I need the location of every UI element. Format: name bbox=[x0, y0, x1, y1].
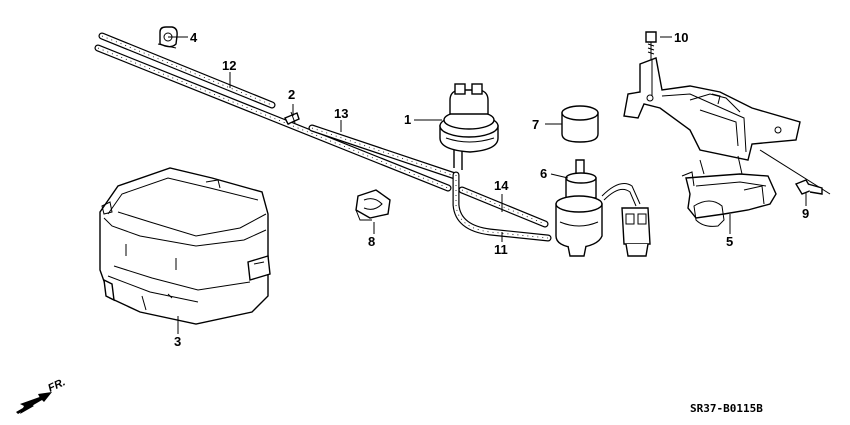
bolt-part-9 bbox=[794, 179, 823, 195]
diagram-code: SR37-B0115B bbox=[690, 402, 763, 415]
callout-4: 4 bbox=[190, 30, 198, 45]
callout-1: 1 bbox=[404, 112, 411, 127]
callout-12: 12 bbox=[222, 58, 236, 73]
hose-13 bbox=[308, 124, 459, 180]
bracket-part-5 bbox=[623, 57, 831, 227]
callout-9: 9 bbox=[802, 206, 809, 221]
cap-part-7 bbox=[561, 105, 599, 143]
front-direction-label: FR. bbox=[46, 376, 67, 394]
bolt-part-10 bbox=[645, 31, 657, 60]
connector bbox=[621, 207, 651, 257]
hose-long bbox=[94, 44, 452, 192]
cover-part-3 bbox=[99, 167, 271, 325]
leader-lines bbox=[168, 36, 807, 334]
sensor-part-1 bbox=[439, 83, 499, 170]
callout-7: 7 bbox=[532, 117, 539, 132]
fitting-part-2 bbox=[284, 111, 300, 125]
callout-14: 14 bbox=[494, 178, 509, 193]
callout-11: 11 bbox=[494, 242, 508, 257]
hose-11 bbox=[452, 171, 552, 242]
hose-12 bbox=[98, 32, 276, 109]
front-arrow-icon bbox=[16, 392, 52, 414]
callout-13: 13 bbox=[334, 106, 348, 121]
hose-14 bbox=[458, 186, 549, 228]
callout-8: 8 bbox=[368, 234, 375, 249]
callout-10: 10 bbox=[674, 30, 688, 45]
solenoid-part-6 bbox=[555, 159, 641, 257]
callout-2: 2 bbox=[288, 87, 295, 102]
clip-part-8 bbox=[355, 189, 391, 221]
callout-5: 5 bbox=[726, 234, 733, 249]
callout-6: 6 bbox=[540, 166, 547, 181]
callout-3: 3 bbox=[174, 334, 181, 349]
